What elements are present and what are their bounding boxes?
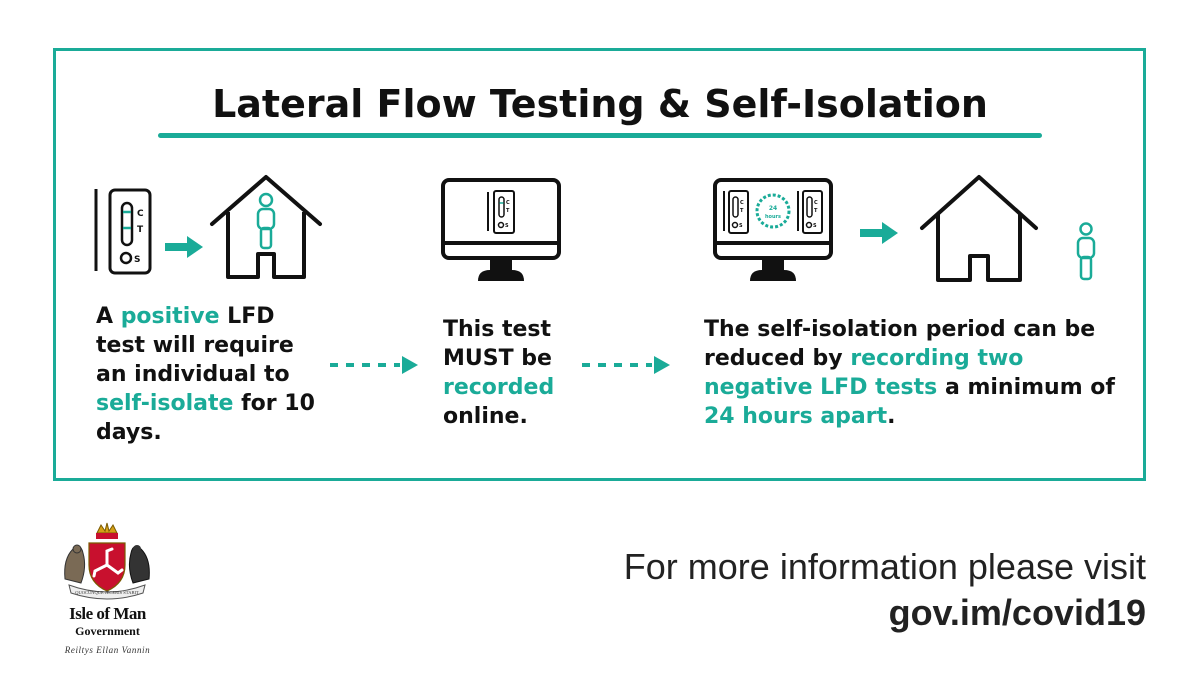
- step1-text: A positive LFD test will require an indi…: [96, 304, 315, 445]
- person-icon: [1076, 222, 1096, 281]
- svg-text:T: T: [137, 225, 144, 235]
- logo-name: Isle of Man: [69, 604, 146, 623]
- more-info-text: For more information please visit: [623, 546, 1146, 587]
- svg-text:C: C: [137, 209, 144, 219]
- svg-text:C: C: [814, 200, 818, 206]
- logo-tagline: Reiltys Ellan Vannin: [64, 645, 151, 655]
- dashed-arrow-icon: [582, 356, 670, 374]
- svg-text:T: T: [814, 208, 818, 214]
- step2-text: This test MUST be recorded online.: [443, 317, 555, 429]
- government-logo-text: Isle of Man Government Reiltys Ellan Van…: [55, 604, 160, 655]
- svg-text:C: C: [506, 200, 510, 206]
- positive-highlight: positive: [120, 304, 220, 329]
- svg-text:S: S: [739, 223, 743, 229]
- arrow-right-icon: [165, 236, 203, 258]
- content-frame: [53, 48, 1146, 481]
- computer-two-tests-icon: C T S 24 hours C T S: [713, 178, 833, 281]
- svg-text:T: T: [740, 208, 744, 214]
- isle-of-man-crest-logo: QUOCUNQUE JECERIS STABIT: [64, 522, 150, 600]
- svg-text:24: 24: [769, 205, 777, 212]
- 24-hours-highlight: 24 hours apart: [704, 404, 888, 429]
- recorded-highlight: recorded: [443, 375, 555, 400]
- two-tests-highlight: recording two negative LFD tests: [704, 346, 1024, 400]
- lateral-flow-test-icon: C T S: [94, 188, 152, 275]
- house-with-person-icon: [210, 175, 322, 279]
- svg-text:C: C: [740, 200, 744, 206]
- arrow-right-icon: [860, 222, 898, 244]
- svg-text:hours: hours: [765, 214, 781, 220]
- page-title: Lateral Flow Testing & Self-Isolation: [212, 82, 988, 126]
- self-isolate-highlight: self-isolate: [96, 391, 234, 416]
- computer-monitor-icon: C T S: [441, 178, 561, 281]
- svg-text:S: S: [813, 223, 817, 229]
- svg-text:QUOCUNQUE JECERIS STABIT: QUOCUNQUE JECERIS STABIT: [75, 590, 139, 595]
- step3-text: The self-isolation period can be reduced…: [704, 317, 1115, 429]
- dashed-arrow-icon: [330, 356, 418, 374]
- svg-text:S: S: [505, 223, 509, 229]
- logo-subtitle: Government: [75, 624, 140, 638]
- house-icon: [920, 175, 1038, 282]
- svg-text:S: S: [134, 255, 140, 265]
- title-underline: [158, 133, 1042, 138]
- svg-text:T: T: [506, 208, 510, 214]
- more-info-block: For more information please visit gov.im…: [624, 546, 1146, 634]
- website-link[interactable]: gov.im/covid19: [888, 592, 1146, 633]
